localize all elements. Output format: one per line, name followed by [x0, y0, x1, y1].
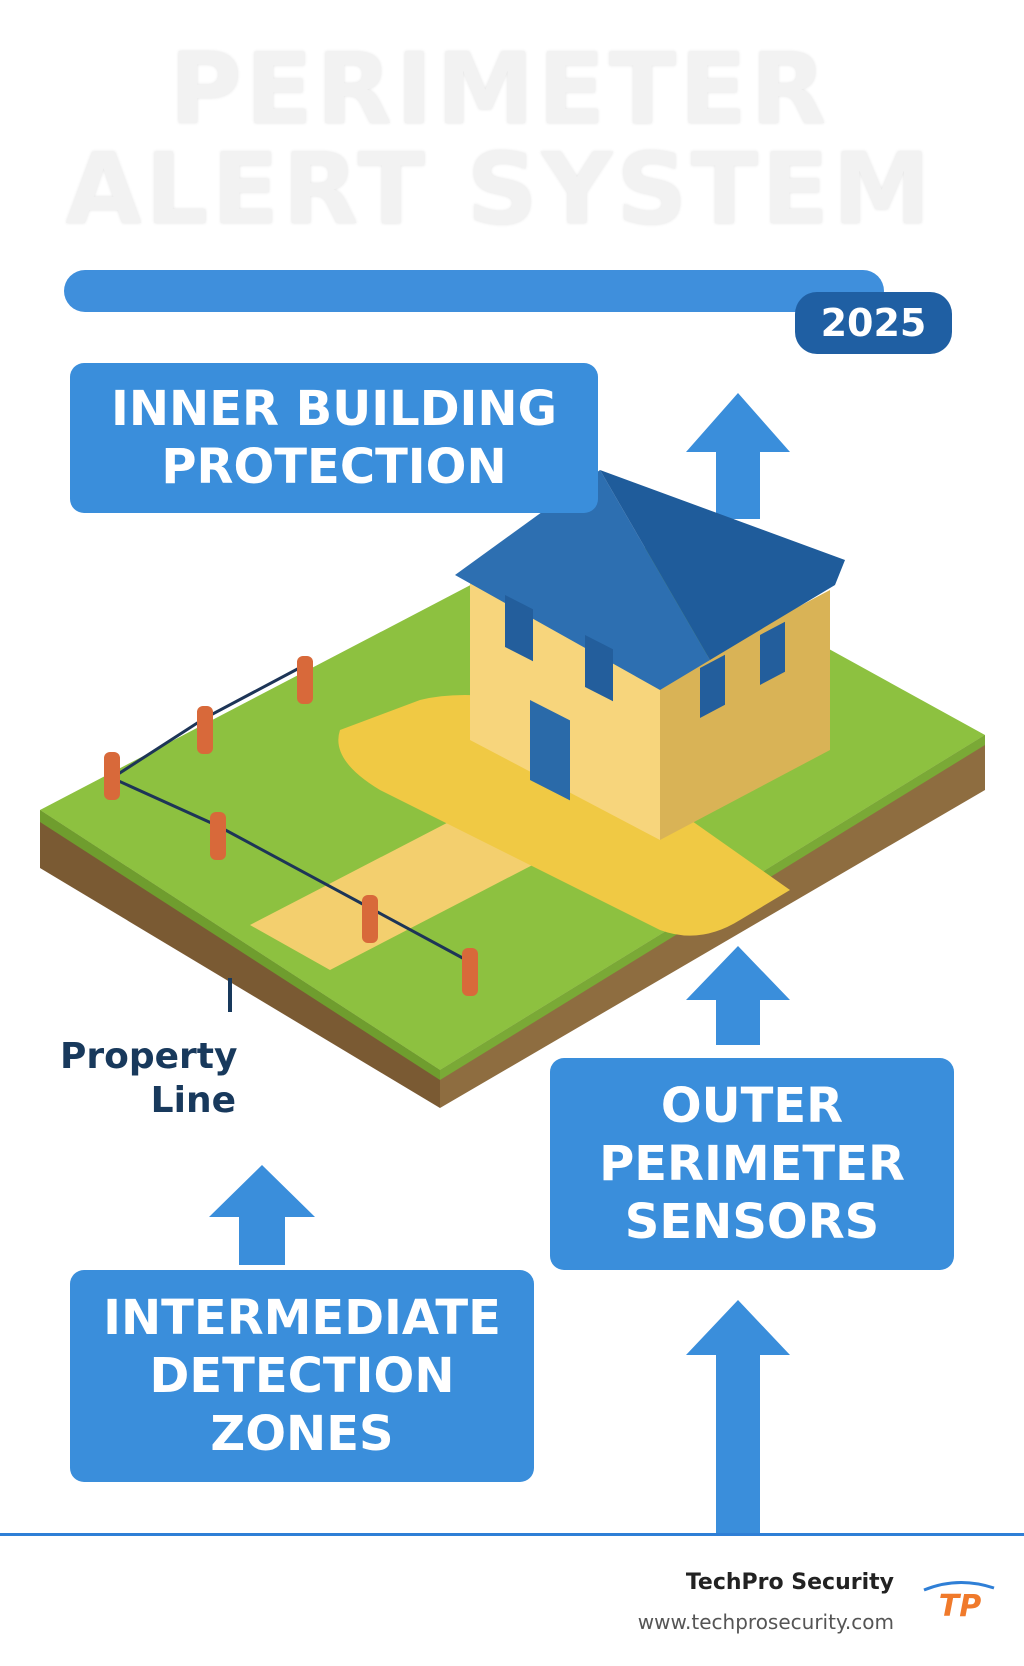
arrow-up-icon	[686, 1300, 790, 1533]
zone-label-line: ZONES	[210, 1406, 394, 1462]
arrow-up-icon	[686, 946, 790, 1045]
zone-label-line: SENSORS	[624, 1194, 880, 1250]
sensor-post	[210, 812, 226, 860]
sensor-post	[297, 656, 313, 704]
outer-perimeter-sensors-label: OUTER PERIMETER SENSORS	[550, 1058, 954, 1270]
zone-label-line: INNER BUILDING	[111, 381, 557, 437]
property-label-line: Line	[150, 1080, 236, 1121]
zone-label-line: PERIMETER	[599, 1136, 905, 1192]
footer-divider	[0, 1533, 1024, 1536]
sensor-post	[462, 948, 478, 996]
property-label-line: Property	[60, 1036, 238, 1077]
techpro-logo-icon: TP	[923, 1580, 995, 1622]
brand-url[interactable]: www.techprosecurity.com	[637, 1610, 894, 1634]
title-underline	[64, 270, 884, 312]
zone-label-line: DETECTION	[149, 1348, 455, 1404]
page-title: PERIMETER ALERT SYSTEM	[65, 33, 935, 247]
arrow-up-icon	[686, 393, 790, 519]
walkway	[250, 695, 790, 970]
sensor-post	[104, 752, 120, 800]
zone-label-line: OUTER	[660, 1078, 844, 1134]
year-badge: 2025	[795, 292, 952, 354]
sensor-post	[197, 706, 213, 754]
perimeter-fence	[104, 656, 478, 996]
zone-label-line: PROTECTION	[161, 439, 507, 495]
zone-label-line: INTERMEDIATE	[103, 1290, 501, 1346]
brand-name: TechPro Security	[685, 1570, 894, 1595]
sensor-post	[362, 895, 378, 943]
intermediate-detection-zones-label: INTERMEDIATE DETECTION ZONES	[70, 1270, 534, 1482]
inner-building-protection-label: INNER BUILDING PROTECTION	[70, 363, 598, 513]
logo-text: TP	[939, 1589, 981, 1622]
house	[455, 470, 845, 840]
arrow-up-icon	[209, 1165, 315, 1265]
property-line-label: Property Line	[60, 1035, 238, 1123]
